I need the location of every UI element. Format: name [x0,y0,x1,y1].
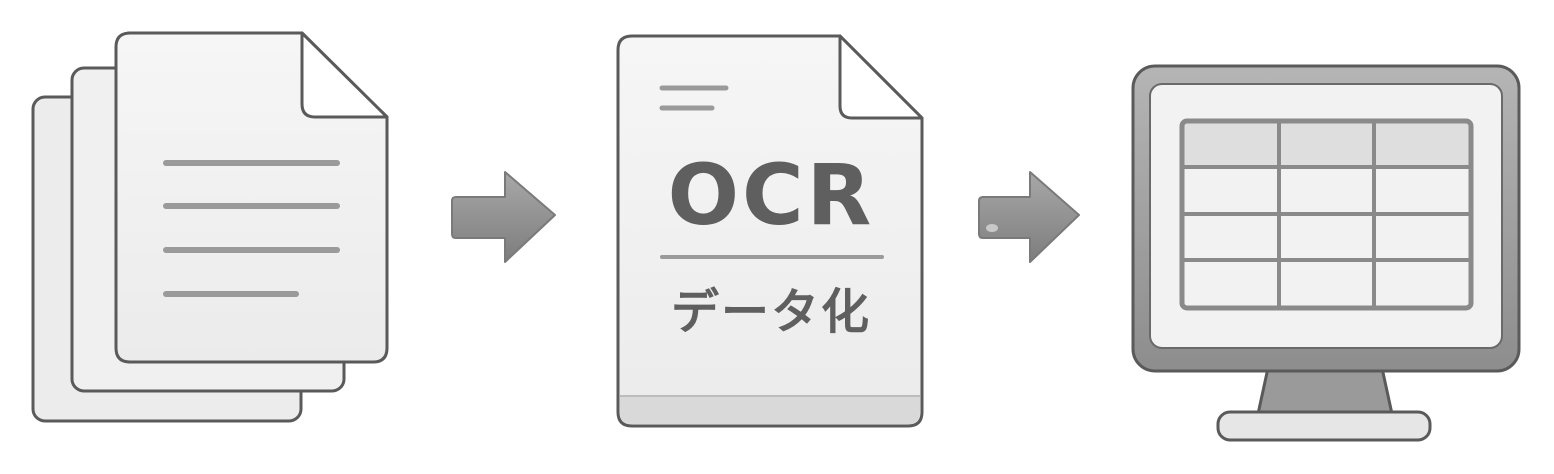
ocr-document-footer-band [620,396,920,424]
arrow-right-icon [978,171,1080,263]
ocr-title: OCR [668,146,875,244]
document-fold-corner [300,31,389,119]
ocr-document-fold-corner [838,34,924,120]
document-stack-icon [31,31,389,423]
monitor-stand-base [1216,410,1432,442]
arrow-highlight [986,224,998,232]
arrow-right-icon [451,171,556,263]
monitor-spreadsheet-icon [1131,64,1521,442]
ocr-subtitle: データ化 [671,284,871,340]
document-text-lines [163,160,340,297]
ocr-document-page [616,34,924,428]
ocr-document-icon: OCR データ化 [616,34,924,428]
spreadsheet-table [1179,118,1474,311]
table-header-row [1182,121,1471,166]
monitor-stand-neck [1256,366,1394,416]
